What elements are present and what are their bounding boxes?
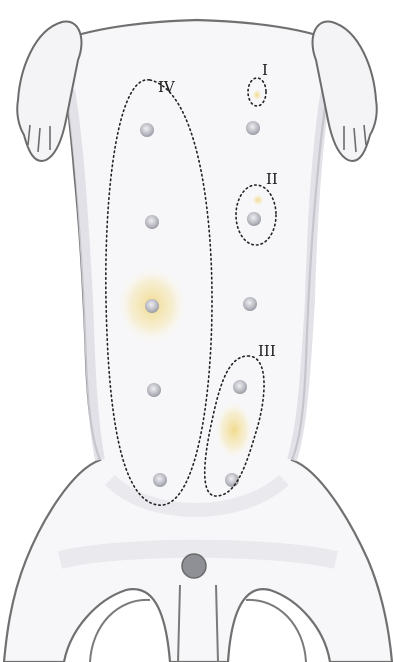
region-label-iv: IV (158, 78, 176, 96)
genital-region (182, 554, 206, 578)
nipple-right-4 (233, 380, 247, 394)
region-label-iii: III (258, 342, 276, 360)
nipple-left-3 (145, 299, 159, 313)
nipple-right-5 (225, 473, 239, 487)
nipple-right-3 (243, 297, 257, 311)
nipple-left-2 (145, 215, 159, 229)
highlight-iii (214, 400, 254, 460)
nipple-right-2 (247, 212, 261, 226)
region-label-ii: II (266, 170, 278, 188)
highlight-i (252, 89, 262, 101)
nipple-left-5 (153, 473, 167, 487)
nipple-right-1 (246, 121, 260, 135)
region-label-i: I (262, 61, 268, 79)
nipple-left-1 (140, 123, 154, 137)
highlight-ii (252, 194, 264, 206)
nipple-left-4 (147, 383, 161, 397)
